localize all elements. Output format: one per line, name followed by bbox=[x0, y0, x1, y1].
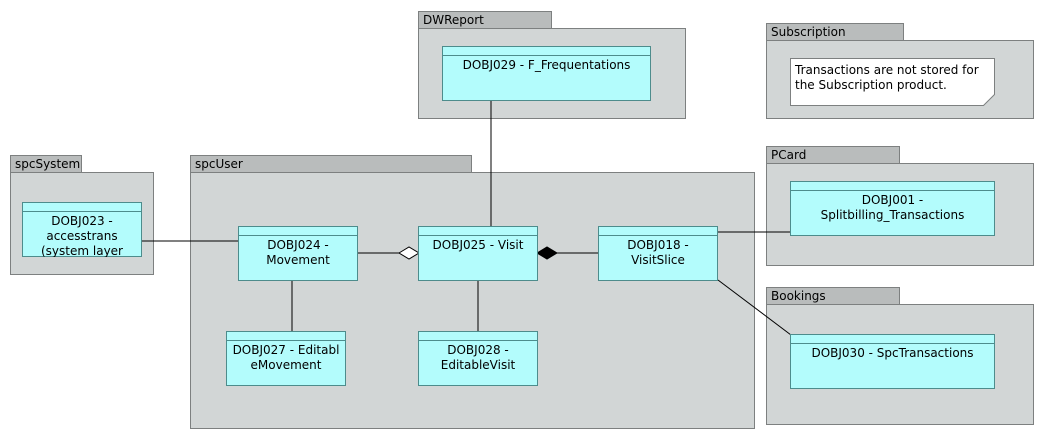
class-dobj018[interactable]: DOBJ018 - VisitSlice bbox=[598, 226, 718, 281]
class-dobj029[interactable]: DOBJ029 - F_Frequentations bbox=[442, 46, 651, 101]
class-dobj027[interactable]: DOBJ027 - EditableMovement bbox=[226, 331, 346, 386]
package-label-pcard: PCard bbox=[771, 148, 807, 162]
package-label-spcuser: spcUser bbox=[195, 157, 243, 171]
class-dobj030[interactable]: DOBJ030 - SpcTransactions bbox=[790, 334, 995, 389]
class-name: DOBJ027 - EditableMovement bbox=[232, 343, 340, 372]
package-tab-spcsystem[interactable]: spcSystem bbox=[10, 155, 82, 173]
class-name: DOBJ023 - accesstrans (system layer bbox=[41, 214, 123, 257]
package-label-spcsystem: spcSystem bbox=[15, 157, 81, 171]
package-label-subscription: Subscription bbox=[771, 25, 846, 39]
class-header bbox=[791, 182, 994, 191]
package-label-dwreport: DWReport bbox=[423, 13, 484, 27]
package-label-bookings: Bookings bbox=[771, 289, 826, 303]
class-dobj028[interactable]: DOBJ028 - EditableVisit bbox=[418, 331, 538, 386]
class-header bbox=[419, 332, 537, 341]
class-header bbox=[419, 227, 537, 236]
class-dobj023[interactable]: DOBJ023 - accesstrans (system layer bbox=[22, 202, 142, 257]
class-header bbox=[791, 335, 994, 344]
package-tab-dwreport[interactable]: DWReport bbox=[418, 11, 552, 29]
class-name: DOBJ029 - F_Frequentations bbox=[462, 58, 631, 72]
note-subscription[interactable]: Transactions are not stored for the Subs… bbox=[790, 58, 995, 106]
package-tab-subscription[interactable]: Subscription bbox=[766, 23, 904, 41]
class-header bbox=[227, 332, 345, 341]
class-dobj024[interactable]: DOBJ024 - Movement bbox=[238, 226, 358, 281]
class-name: DOBJ025 - Visit bbox=[432, 238, 524, 252]
class-name: DOBJ024 - Movement bbox=[266, 238, 330, 267]
package-tab-spcuser[interactable]: spcUser bbox=[190, 155, 472, 173]
class-header bbox=[239, 227, 357, 236]
note-fold-icon bbox=[983, 94, 995, 106]
class-name: DOBJ028 - EditableVisit bbox=[440, 343, 516, 372]
class-dobj001[interactable]: DOBJ001 - Splitbilling_Transactions bbox=[790, 181, 995, 236]
note-text: Transactions are not stored for the Subs… bbox=[795, 63, 979, 92]
package-spcuser[interactable] bbox=[190, 172, 755, 429]
class-header bbox=[443, 47, 650, 56]
class-header bbox=[599, 227, 717, 236]
class-dobj025[interactable]: DOBJ025 - Visit bbox=[418, 226, 538, 281]
class-name: DOBJ030 - SpcTransactions bbox=[811, 346, 974, 360]
class-name: DOBJ018 - VisitSlice bbox=[627, 238, 689, 267]
class-name: DOBJ001 - Splitbilling_Transactions bbox=[820, 193, 965, 222]
package-tab-bookings[interactable]: Bookings bbox=[766, 287, 900, 305]
class-header bbox=[23, 203, 141, 212]
package-tab-pcard[interactable]: PCard bbox=[766, 146, 900, 164]
